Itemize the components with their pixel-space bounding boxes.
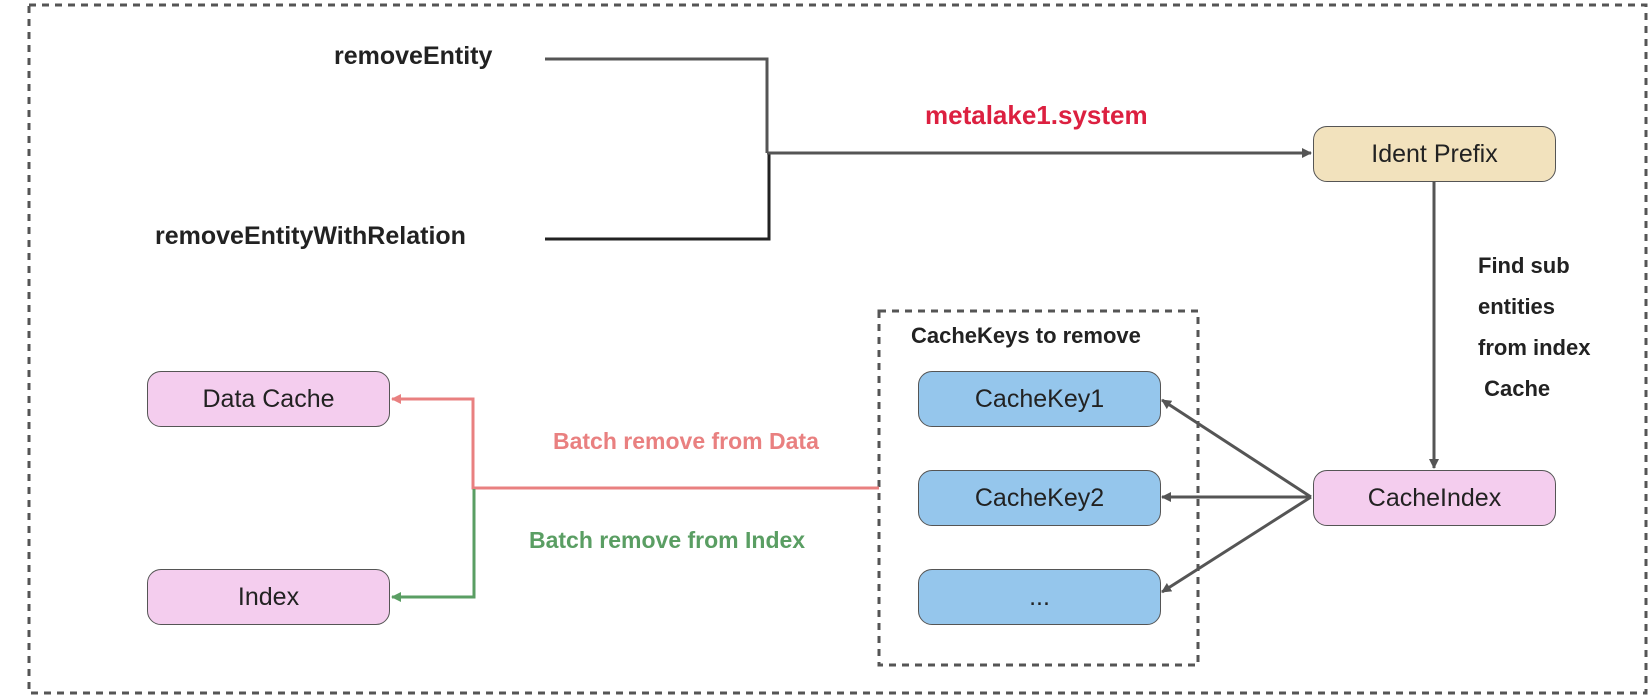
cache-key-2-node: CacheKey2	[918, 470, 1161, 526]
index-node: Index	[147, 569, 390, 625]
batch-remove-data-label: Batch remove from Data	[553, 428, 819, 454]
outer-frame	[27, 3, 1648, 695]
data-cache-node: Data Cache	[147, 371, 390, 427]
remove-entity-with-relation-connector	[545, 153, 771, 241]
cachekeys-group-title: CacheKeys to remove	[911, 323, 1141, 348]
cachekeys-group-frame	[877, 309, 1200, 667]
batch-remove-index-arrow	[391, 489, 476, 602]
remove-entity-with-relation-label: removeEntityWithRelation	[155, 222, 466, 250]
cacheindex-to-more-keys-arrow	[1161, 495, 1312, 594]
find-sub-entities-line-2: entities	[1478, 294, 1556, 319]
batch-remove-data-arrow	[391, 394, 879, 490]
find-sub-entities-label: Find sub entities from index Cache	[1478, 245, 1590, 409]
cache-key-1-node: CacheKey1	[918, 371, 1161, 427]
ident-prefix-node: Ident Prefix	[1313, 126, 1556, 182]
find-sub-entities-line-4: Cache	[1478, 376, 1551, 401]
batch-remove-index-label: Batch remove from Index	[529, 527, 806, 553]
cacheindex-to-cachekey1-arrow	[1161, 398, 1312, 499]
find-sub-entities-line-1: Find sub	[1478, 253, 1570, 278]
ident-value-label: metalake1.system	[925, 100, 1148, 130]
cache-key-more-node: ...	[918, 569, 1161, 625]
remove-entity-label: removeEntity	[334, 42, 493, 70]
remove-entity-connector	[545, 57, 769, 153]
cache-index-node: CacheIndex	[1313, 470, 1556, 526]
find-sub-entities-line-3: from index	[1478, 335, 1591, 360]
